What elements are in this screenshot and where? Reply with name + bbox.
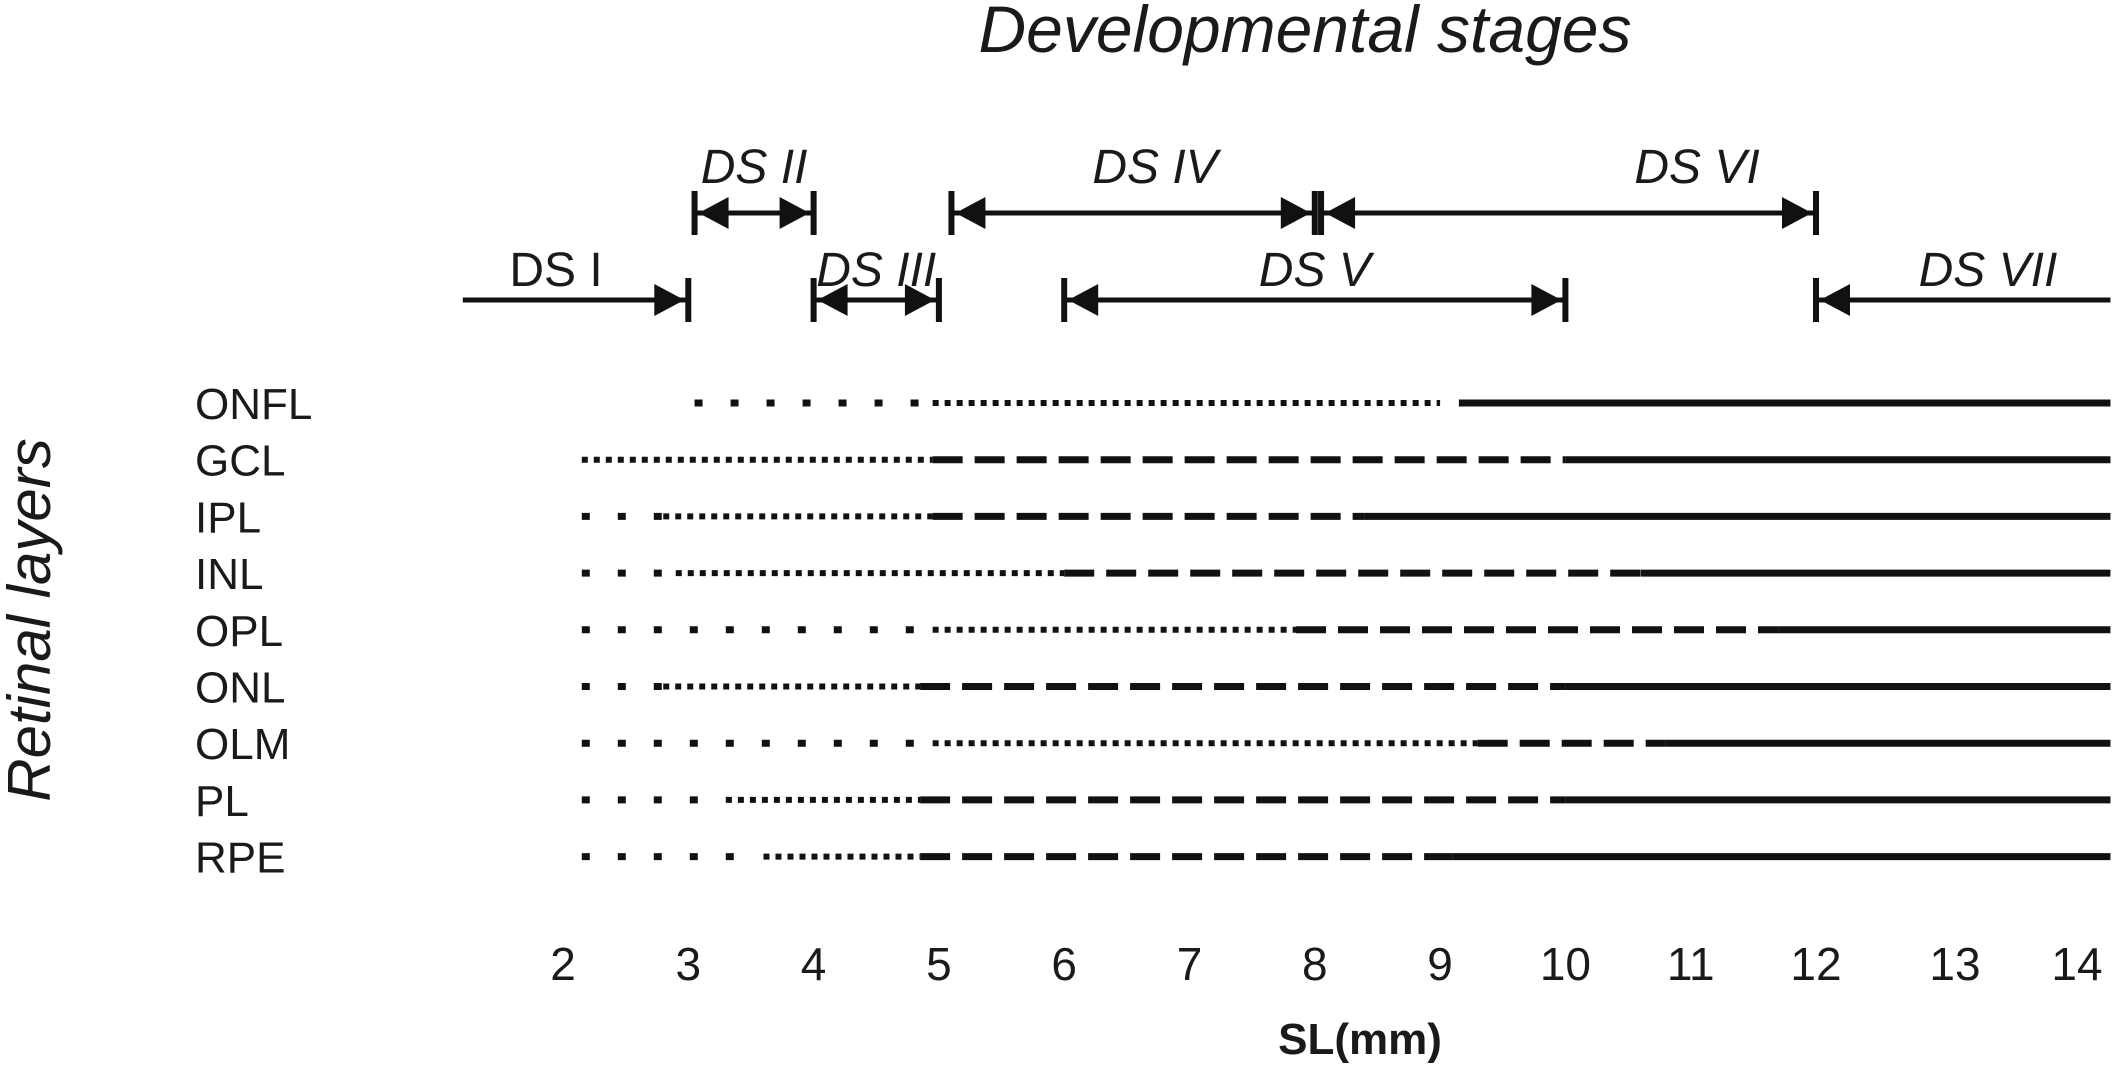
arrowhead-right xyxy=(1280,197,1311,229)
stage-label: DS V xyxy=(1259,244,1375,297)
stage-2: DS II xyxy=(691,141,817,235)
stage-label: DS III xyxy=(816,244,936,297)
layer-row-gcl: GCL xyxy=(195,437,2111,486)
x-axis-title: SL(mm) xyxy=(1278,1015,1442,1064)
x-tick-label: 6 xyxy=(1051,938,1077,990)
arrowhead-left xyxy=(698,197,729,229)
arrowhead-right xyxy=(779,197,810,229)
stage-6: DS VI xyxy=(1318,141,1819,235)
layer-label: ONFL xyxy=(195,380,312,429)
layer-row-pl: PL xyxy=(195,777,2111,826)
y-axis-label: Retinal layers xyxy=(0,438,63,802)
arrowhead-right xyxy=(904,284,935,316)
x-tick-label: 14 xyxy=(2051,938,2102,990)
x-tick-label: 5 xyxy=(926,938,952,990)
stage-label: DS IV xyxy=(1092,141,1221,194)
arrowhead-left xyxy=(1068,284,1099,316)
x-tick-label: 7 xyxy=(1177,938,1203,990)
diagram-title: Developmental stages xyxy=(978,0,1631,66)
layer-row-rpe: RPE xyxy=(195,834,2111,883)
layer-label: IPL xyxy=(195,493,261,542)
stage-label: DS I xyxy=(509,244,602,297)
x-axis-ticks: 2 3 4 5 6 7 8 9 10 11 12 13 14 xyxy=(550,938,2102,990)
x-tick-label: 13 xyxy=(1929,938,1980,990)
x-tick-label: 2 xyxy=(550,938,576,990)
x-tick-label: 10 xyxy=(1540,938,1591,990)
x-tick-label: 11 xyxy=(1667,938,1715,990)
layer-row-olm: OLM xyxy=(195,720,2111,769)
layer-label: ONL xyxy=(195,664,285,713)
layer-row-onfl: ONFL xyxy=(195,380,2111,429)
layer-row-opl: OPL xyxy=(195,607,2111,656)
layer-row-inl: INL xyxy=(195,550,2111,599)
stage-3: DS III xyxy=(810,244,942,322)
layer-row-ipl: IPL xyxy=(195,493,2111,542)
stage-7: DS VII xyxy=(1813,244,2111,322)
arrowhead-left xyxy=(1325,197,1356,229)
x-tick-label: 12 xyxy=(1790,938,1841,990)
stage-5: DS V xyxy=(1061,244,1569,322)
x-tick-label: 4 xyxy=(801,938,827,990)
layer-label: PL xyxy=(195,777,249,826)
x-tick-label: 3 xyxy=(676,938,702,990)
layer-label: RPE xyxy=(195,834,285,883)
layer-label: GCL xyxy=(195,437,285,486)
retinal-layer-rows: ONFL GCL IPL INL OPL ONL OLM PL RPE xyxy=(195,380,2111,883)
x-tick-label: 9 xyxy=(1427,938,1453,990)
x-tick-label: 8 xyxy=(1302,938,1328,990)
stage-label: DS VI xyxy=(1634,141,1759,194)
layer-label: INL xyxy=(195,550,263,599)
stage-1: DS I xyxy=(462,244,692,322)
arrowhead-left xyxy=(1820,284,1850,316)
arrowhead-left xyxy=(955,197,986,229)
layer-label: OPL xyxy=(195,607,283,656)
stage-label: DS II xyxy=(701,141,808,194)
layer-label: OLM xyxy=(195,720,290,769)
arrowhead-right xyxy=(1782,197,1812,229)
arrowhead-right xyxy=(654,284,685,316)
layer-row-onl: ONL xyxy=(195,664,2111,713)
stage-4: DS IV xyxy=(948,141,1318,235)
arrowhead-left xyxy=(817,284,848,316)
stage-label: DS VII xyxy=(1919,244,2058,297)
arrowhead-right xyxy=(1531,284,1562,316)
